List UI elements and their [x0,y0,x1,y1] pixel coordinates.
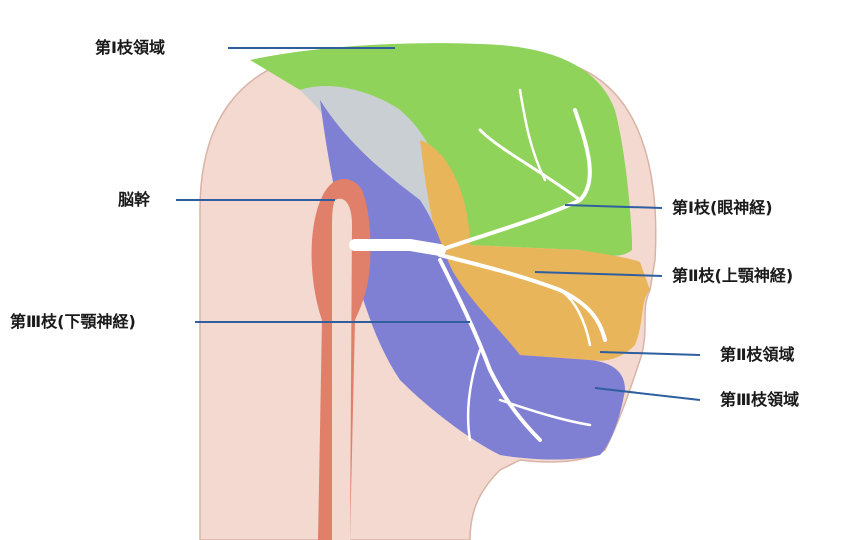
label-v2-region: 第Ⅱ枝領域 [720,345,795,365]
brainstem-core [332,199,352,540]
label-v2-nerve: 第Ⅱ枝(上顎神経) [672,266,793,286]
label-v3-region: 第Ⅲ枝領域 [720,390,799,410]
label-v1-nerve: 第Ⅰ枝(眼神経) [672,198,773,218]
label-v3-nerve: 第Ⅲ枝(下顎神経) [10,312,136,332]
label-brainstem: 脳幹 [118,190,150,210]
label-v1-region: 第Ⅰ枝領域 [95,38,165,58]
